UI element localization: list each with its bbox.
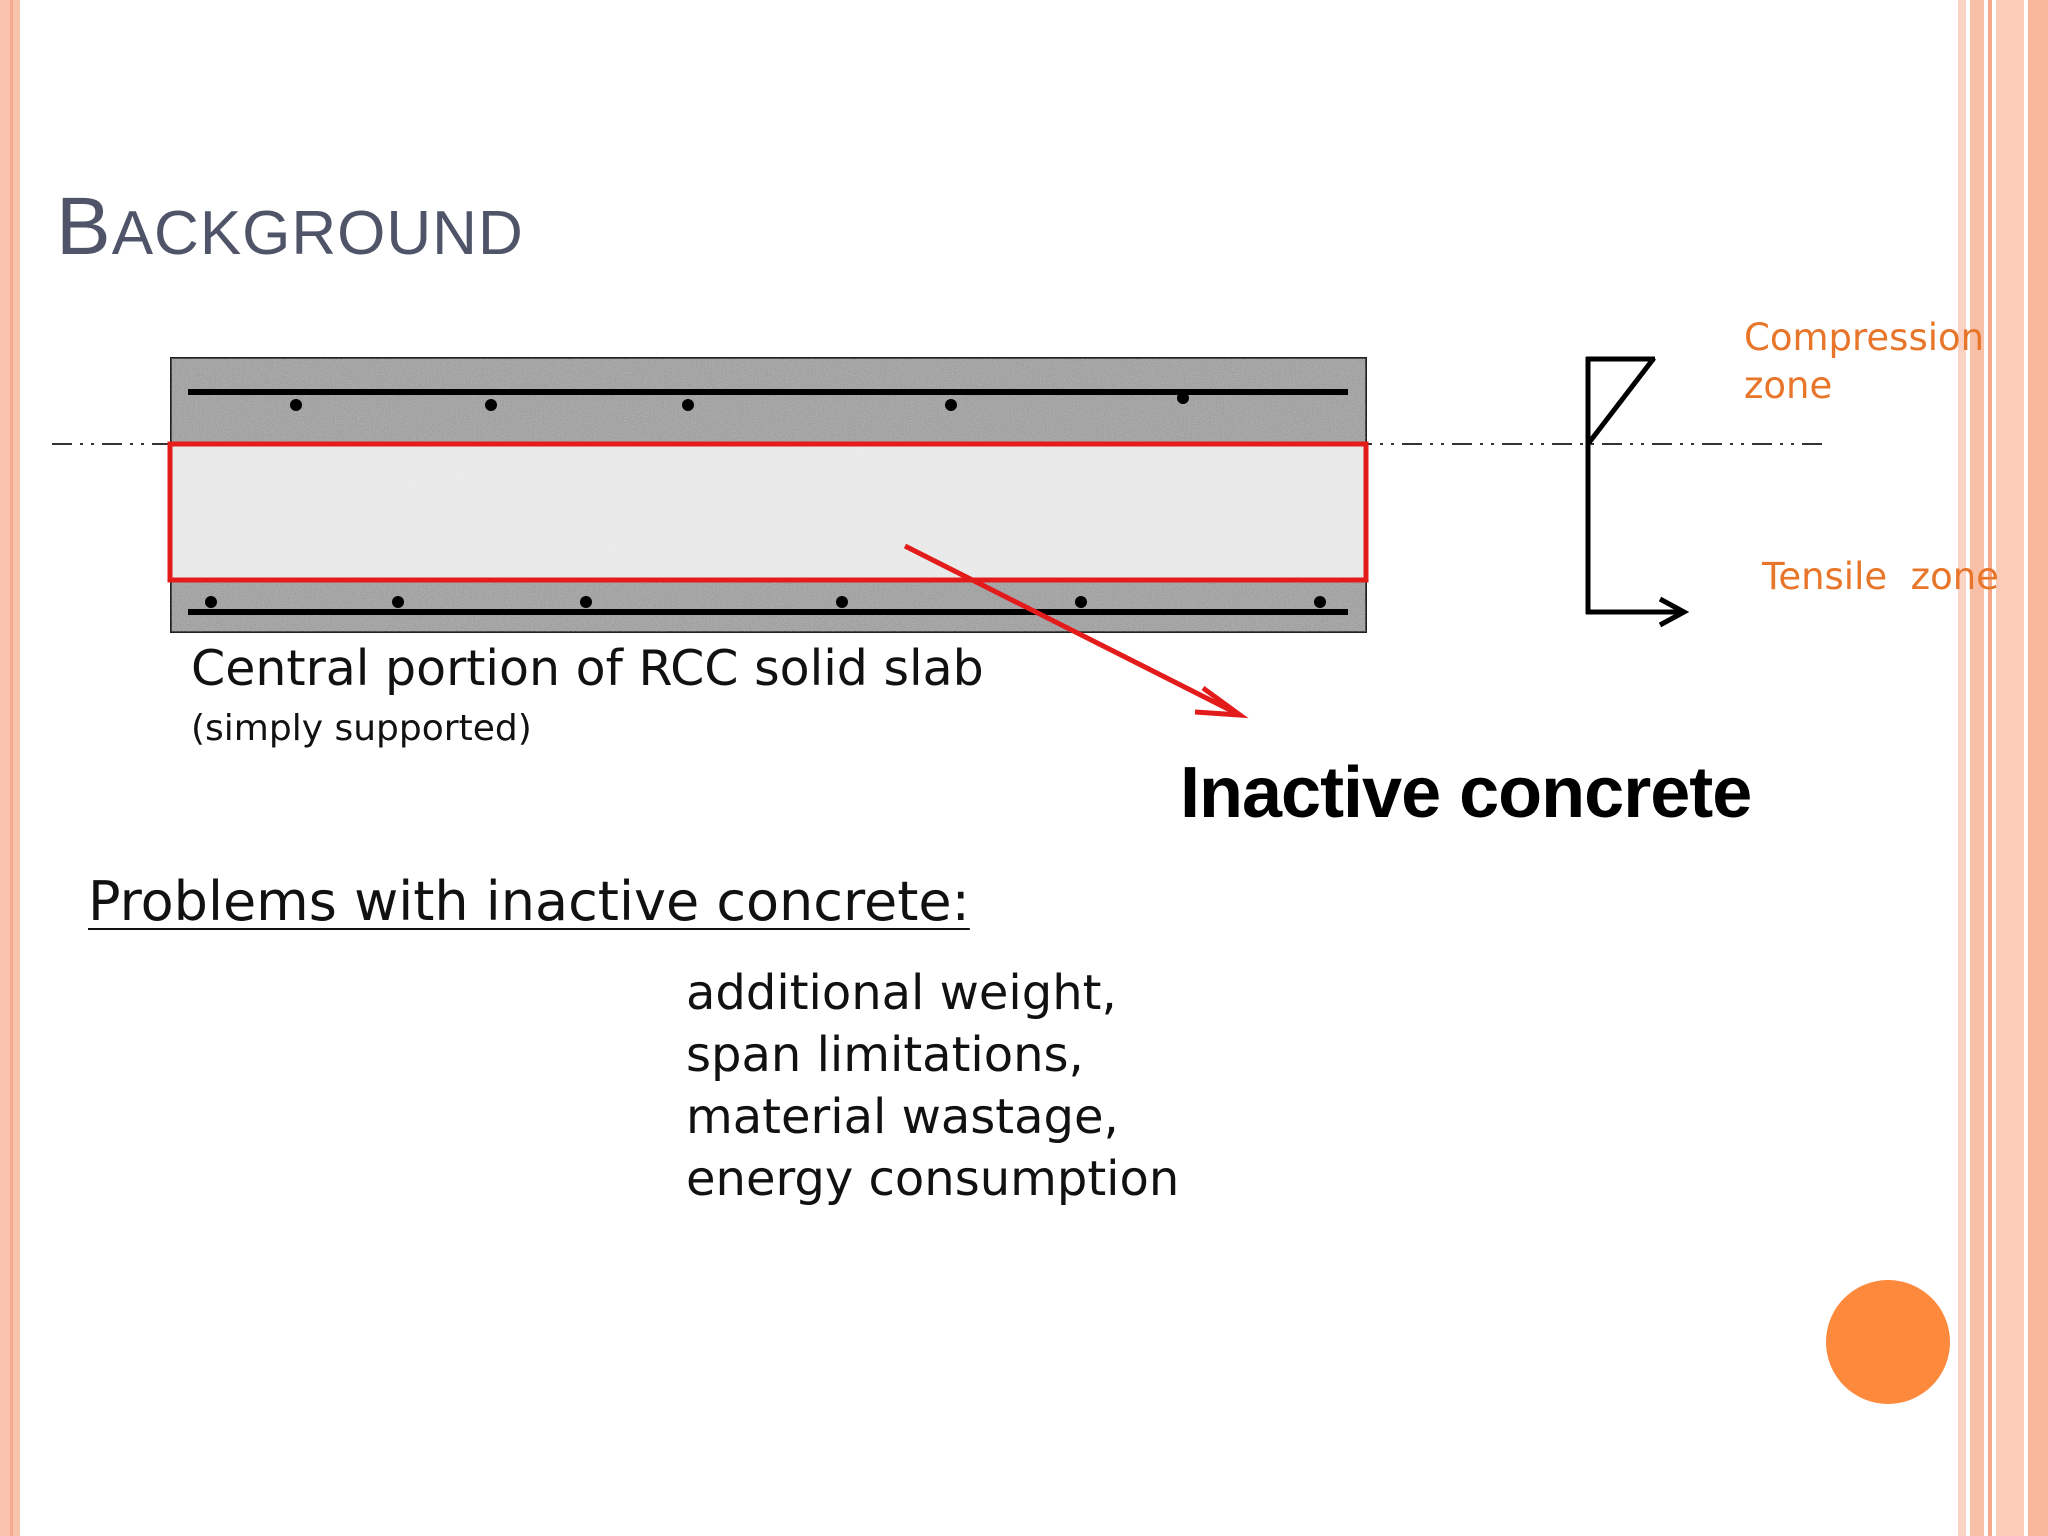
slab-caption: Central portion of RCC solid slab bbox=[191, 640, 984, 697]
inactive-concrete-callout: Inactive concrete bbox=[1180, 753, 1752, 833]
inactive-zone-highlight bbox=[167, 441, 1369, 583]
compression-zone-label: Compression zone bbox=[1744, 314, 1984, 410]
slide-title: BACKGROUND bbox=[56, 180, 524, 274]
problems-list: additional weight, span limitations, mat… bbox=[686, 962, 1179, 1210]
slide-title-initial: B bbox=[56, 181, 112, 272]
orange-circle-decoration bbox=[1826, 1280, 1950, 1404]
compression-zone-line2: zone bbox=[1744, 364, 1833, 407]
tensile-zone-label: Tensile zone bbox=[1762, 555, 1999, 598]
problem-item: material wastage, bbox=[686, 1089, 1119, 1145]
problem-item: span limitations, bbox=[686, 1027, 1084, 1083]
slab-section bbox=[170, 357, 1367, 633]
bottom-reinforcement bbox=[188, 596, 1348, 615]
left-border-decoration bbox=[0, 0, 20, 1536]
right-border-decoration bbox=[1958, 0, 2048, 1536]
slab-caption-subtitle: (simply supported) bbox=[191, 708, 532, 749]
stress-diagram bbox=[1585, 356, 1690, 628]
slide-title-rest: ACKGROUND bbox=[111, 199, 524, 268]
top-reinforcement bbox=[188, 389, 1348, 411]
problems-heading: Problems with inactive concrete: bbox=[88, 870, 970, 933]
problem-item: additional weight, bbox=[686, 965, 1117, 1021]
compression-zone-line1: Compression bbox=[1744, 316, 1985, 359]
callout-arrow bbox=[903, 543, 1249, 719]
problem-item: energy consumption bbox=[686, 1151, 1180, 1207]
